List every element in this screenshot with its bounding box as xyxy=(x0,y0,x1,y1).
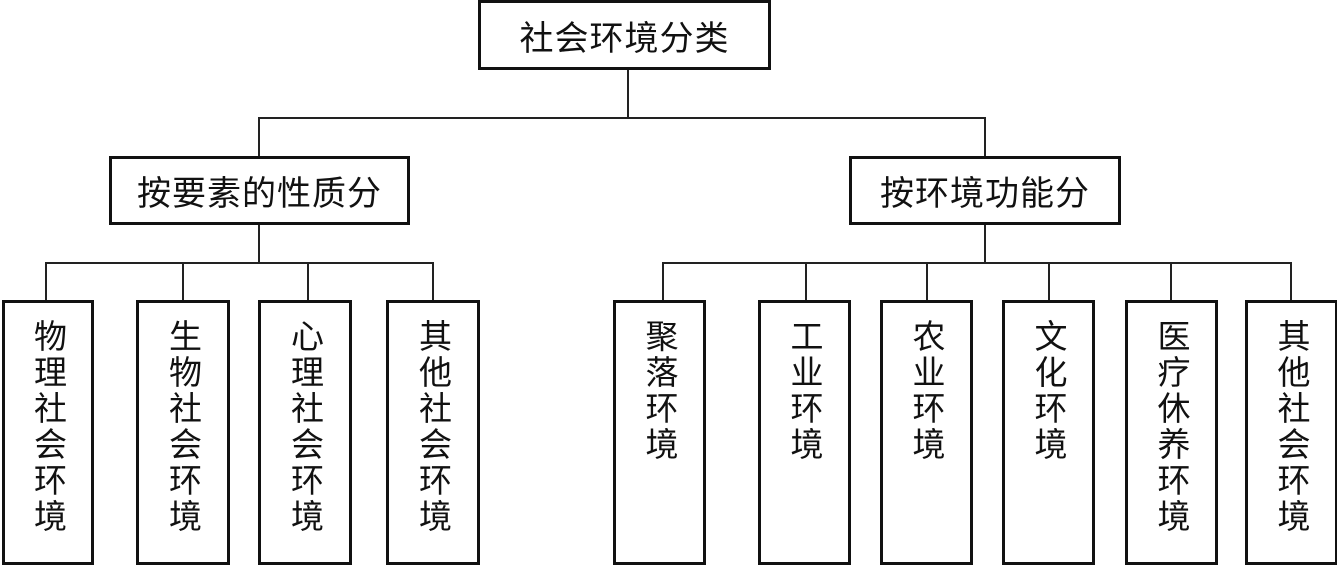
branch-right-connector-up xyxy=(984,117,986,158)
leaf-node: 工业环境 xyxy=(758,300,851,565)
leaf-connector xyxy=(805,262,807,301)
leaf-label: 物理社会环境 xyxy=(28,319,68,535)
root-branch-bar xyxy=(259,117,986,119)
leaf-label: 医疗休养环境 xyxy=(1152,319,1191,535)
branch-left-connector-up xyxy=(258,117,260,158)
root-node: 社会环境分类 xyxy=(478,0,771,70)
branch-right-leaf-bar xyxy=(662,262,1292,264)
branch-left-leaf-bar xyxy=(45,262,433,264)
leaf-label: 农业环境 xyxy=(907,319,946,463)
leaf-node: 生物社会环境 xyxy=(136,300,230,565)
leaf-node: 物理社会环境 xyxy=(2,300,94,565)
leaf-node: 文化环境 xyxy=(1002,300,1095,565)
branch-right-connector-down xyxy=(984,224,986,264)
leaf-node: 医疗休养环境 xyxy=(1125,300,1218,565)
root-connector xyxy=(627,69,629,119)
leaf-label: 生物社会环境 xyxy=(163,319,203,535)
leaf-label: 工业环境 xyxy=(785,319,824,463)
leaf-label: 心理社会环境 xyxy=(285,319,325,535)
leaf-connector xyxy=(432,262,434,301)
leaf-node: 农业环境 xyxy=(880,300,973,565)
branch-node-by-element-nature: 按要素的性质分 xyxy=(109,156,410,225)
leaf-connector xyxy=(1170,262,1172,301)
leaf-connector xyxy=(662,262,664,301)
leaf-connector xyxy=(182,262,184,301)
leaf-label: 其他社会环境 xyxy=(1272,319,1311,535)
leaf-connector xyxy=(45,262,47,301)
branch-label: 按要素的性质分 xyxy=(137,174,382,214)
root-label: 社会环境分类 xyxy=(519,18,730,59)
leaf-connector xyxy=(926,262,928,301)
leaf-node: 聚落环境 xyxy=(613,300,706,565)
branch-left-connector-down xyxy=(258,224,260,264)
branch-node-by-function: 按环境功能分 xyxy=(849,156,1121,225)
leaf-connector xyxy=(1290,262,1292,301)
leaf-node: 其他社会环境 xyxy=(386,300,480,565)
leaf-connector xyxy=(307,262,309,301)
leaf-node: 心理社会环境 xyxy=(258,300,352,565)
leaf-connector xyxy=(1048,262,1050,301)
branch-label: 按环境功能分 xyxy=(880,174,1090,214)
leaf-node: 其他社会环境 xyxy=(1245,300,1337,565)
leaf-label: 聚落环境 xyxy=(640,319,679,463)
leaf-label: 文化环境 xyxy=(1029,319,1068,463)
leaf-label: 其他社会环境 xyxy=(413,319,453,535)
